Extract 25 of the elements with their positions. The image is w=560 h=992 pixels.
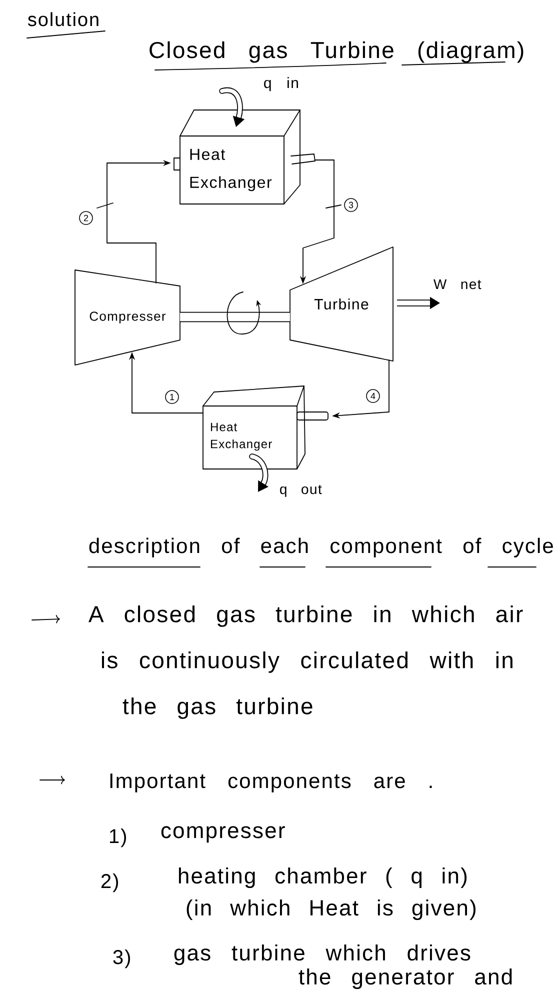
subheading: description of each component of cycle [89,538,553,558]
list-item: gas turbine which drives the generator and [174,944,512,989]
paragraph: A closed gas turbine in which air is continuously circulated with in the gas turbine [88,605,523,719]
list-item: heating chamber ( q in) (in which Heat is given) [178,867,476,920]
list-number: 2) [101,874,118,892]
paragraph: Important components are . [110,774,432,792]
state-number: 1 [165,390,179,404]
state-number: 3 [344,198,358,212]
list-number: 3) [113,950,130,968]
list-number: 1) [110,828,126,848]
compressor-trapezoid: Compresser [74,270,180,366]
curved-arrow [249,454,268,492]
edge-label: q out [278,484,323,498]
turbine-trapezoid: Turbine [290,246,394,362]
edge-label: q in [262,76,300,92]
title: Closed gas Turbine (diagram) [150,41,524,63]
list-item: compresser [161,826,285,843]
curved-arrow [219,87,245,127]
shaft [180,312,290,322]
state-number: 2 [79,211,93,225]
state-number: 4 [366,389,380,403]
heat-exchanger-box: Heat Exchanger [174,110,316,204]
heading: solution [28,12,98,26]
heat-exchanger-box: Heat Exchanger [202,386,328,470]
edge-label: W net [432,278,482,290]
